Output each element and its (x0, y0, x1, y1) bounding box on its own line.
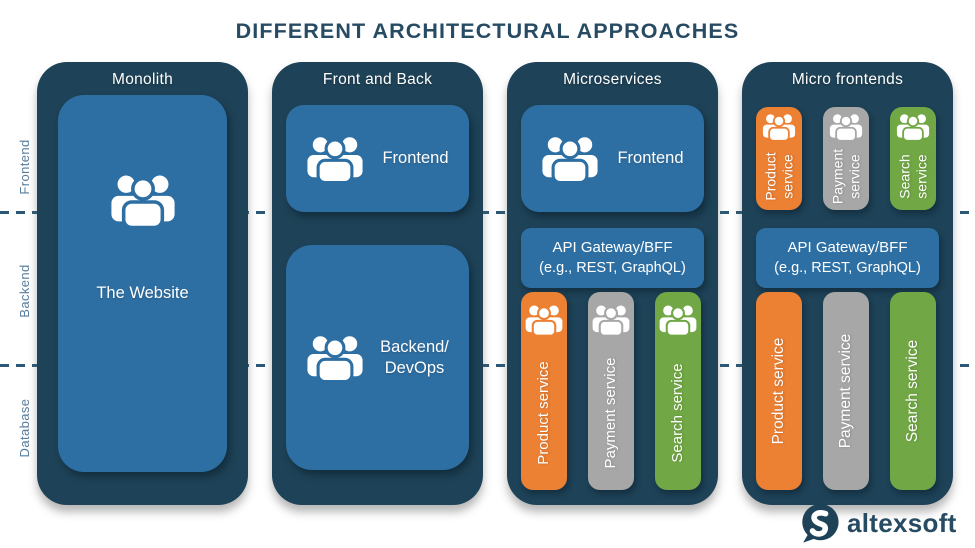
microservices-frontend-label: Frontend (617, 149, 684, 167)
row-label-backend: Backend (17, 264, 32, 318)
payment-frontend-label: Payment service (830, 143, 863, 211)
micro-frontends-search-service-pill: Search service (890, 292, 936, 490)
payment-service-label: Payment service (602, 357, 619, 469)
team-icon (525, 304, 563, 336)
api-gateway-line1: API Gateway/BFF (552, 239, 673, 257)
row-label-database: Database (17, 398, 32, 458)
api-gateway-line2: (e.g., REST, GraphQL) (774, 260, 921, 277)
column-monolith: Monolith The Website (37, 62, 248, 505)
column-micro-frontends-title: Micro frontends (791, 71, 904, 88)
product-frontend-label: Product service (763, 143, 796, 211)
search-service-label: Search service (904, 339, 921, 443)
micro-frontends-payment-service-pill: Payment service (823, 292, 869, 490)
column-micro-frontends: Micro frontends Product service Payment … (742, 62, 953, 505)
backend-label-line1: Backend/ (380, 337, 449, 356)
front-and-back-frontend-label: Frontend (382, 149, 449, 167)
team-icon (829, 113, 863, 141)
monolith-website-label: The Website (96, 284, 189, 302)
micro-frontends-search-frontend-pill: Search service (890, 107, 936, 210)
front-and-back-backend-label: Backend/ DevOps (380, 337, 449, 378)
micro-frontends-product-service-pill: Product service (756, 292, 802, 490)
microservices-product-service-pill: Product service (521, 292, 567, 490)
microservices-api-gateway-box: API Gateway/BFF (e.g., REST, GraphQL) (521, 228, 704, 288)
label-line2: service (779, 154, 795, 199)
team-icon (306, 135, 364, 183)
label-line2: service (913, 154, 929, 199)
microservices-payment-service-pill: Payment service (588, 292, 634, 490)
team-icon (762, 113, 796, 141)
product-service-label: Product service (770, 337, 787, 445)
column-front-and-back-title: Front and Back (322, 71, 433, 88)
team-icon (306, 334, 364, 382)
micro-frontends-product-frontend-pill: Product service (756, 107, 802, 210)
label-line1: Payment (829, 148, 846, 205)
altexsoft-logo: altexsoft (799, 503, 957, 544)
monolith-website-box: The Website (58, 95, 227, 472)
column-monolith-title: Monolith (112, 71, 173, 88)
column-front-and-back: Front and Back Frontend Backend/ DevOps (272, 62, 483, 505)
frontend-backend-divider (0, 211, 975, 214)
micro-frontends-payment-frontend-pill: Payment service (823, 107, 869, 210)
column-microservices: Microservices Frontend API Gateway/BFF (… (507, 62, 718, 505)
row-label-frontend: Frontend (17, 139, 32, 195)
label-line1: Search (896, 154, 913, 199)
label-line2: service (846, 154, 862, 199)
altexsoft-logo-icon (802, 503, 839, 543)
backend-database-divider (0, 364, 975, 367)
team-icon (110, 173, 176, 228)
search-service-label: Search service (669, 363, 686, 463)
api-gateway-line2: (e.g., REST, GraphQL) (539, 260, 686, 277)
team-icon (592, 304, 630, 336)
team-icon (541, 135, 599, 183)
payment-service-label: Payment service (837, 333, 854, 449)
front-and-back-frontend-box: Frontend (286, 105, 469, 212)
microservices-frontend-box: Frontend (521, 105, 704, 212)
front-and-back-backend-box: Backend/ DevOps (286, 245, 469, 470)
altexsoft-logo-text: altexsoft (847, 508, 957, 538)
backend-label-line2: DevOps (384, 358, 445, 377)
search-frontend-label: Search service (897, 143, 930, 211)
team-icon (659, 304, 697, 336)
team-icon (896, 113, 930, 141)
microservices-search-service-pill: Search service (655, 292, 701, 490)
label-line1: Product (762, 152, 779, 201)
product-service-label: Product service (535, 361, 552, 465)
column-microservices-title: Microservices (563, 71, 662, 88)
page-title: DIFFERENT ARCHITECTURAL APPROACHES (235, 19, 740, 43)
micro-frontends-api-gateway-box: API Gateway/BFF (e.g., REST, GraphQL) (756, 228, 939, 288)
api-gateway-line1: API Gateway/BFF (787, 239, 908, 257)
